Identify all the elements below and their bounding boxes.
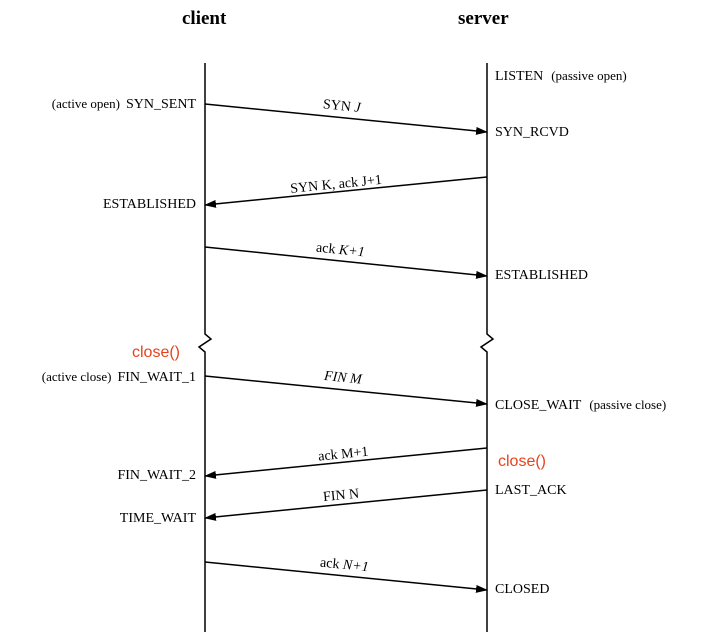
server-passive-open-note: (passive open)	[551, 68, 626, 83]
client-active-open-note: (active open)	[52, 96, 120, 111]
label-syn-k-ack: SYN K, ack J+1	[290, 173, 383, 197]
label-syn-j: SYN J	[322, 97, 362, 116]
client-state-fin-wait-2: FIN_WAIT_2	[117, 468, 196, 483]
server-close-wait-label: CLOSE_WAIT	[495, 398, 582, 413]
client-state-established: ESTABLISHED	[103, 197, 196, 212]
client-syn-sent-label: SYN_SENT	[126, 97, 196, 112]
client-fin-wait-1-label: FIN_WAIT_1	[117, 370, 196, 385]
label-ack-n-text: ack	[319, 556, 343, 573]
label-fin-m-text: FIN	[322, 369, 350, 387]
label-ack-k-seq: K+1	[337, 243, 365, 261]
label-fin-n: FIN N	[322, 487, 359, 506]
label-syn-j-text: SYN	[322, 97, 355, 115]
label-ack-k-text: ack	[315, 241, 339, 258]
client-active-close-note: (active close)	[42, 369, 112, 384]
client-close-call: close()	[132, 344, 180, 361]
label-fin-m: FIN M	[322, 369, 363, 388]
server-state-closed: CLOSED	[495, 582, 549, 597]
client-header: client	[182, 8, 227, 29]
server-listen-label: LISTEN	[495, 69, 543, 84]
client-timeline	[197, 63, 213, 632]
server-close-call: close()	[498, 453, 546, 470]
arrow-ack-m	[204, 447, 488, 479]
server-timeline	[479, 63, 495, 632]
server-state-listen: LISTEN (passive open)	[495, 68, 627, 84]
label-fin-m-seq: M	[348, 371, 363, 387]
arrow-fin-n	[204, 489, 488, 521]
server-header: server	[458, 8, 509, 29]
server-state-last-ack: LAST_ACK	[495, 483, 567, 498]
label-ack-m: ack M+1	[318, 445, 370, 465]
client-state-fin-wait-1: (active close) FIN_WAIT_1	[42, 369, 196, 385]
client-state-syn-sent: (active open) SYN_SENT	[52, 96, 197, 112]
label-ack-k: ack K+1	[315, 241, 365, 261]
server-state-syn-rcvd: SYN_RCVD	[495, 125, 569, 140]
arrow-fin-m	[204, 375, 488, 407]
label-syn-j-seq: J	[354, 100, 362, 116]
client-state-time-wait: TIME_WAIT	[120, 511, 197, 526]
label-ack-n-seq: N+1	[341, 558, 369, 576]
arrow-syn-j	[204, 103, 488, 135]
server-state-close-wait: CLOSE_WAIT (passive close)	[495, 397, 666, 413]
arrow-syn-k-ack	[204, 176, 488, 208]
server-state-established: ESTABLISHED	[495, 268, 588, 283]
arrow-ack-k	[204, 246, 488, 279]
label-ack-n: ack N+1	[319, 556, 369, 576]
arrow-ack-n	[204, 561, 488, 593]
server-passive-close-note: (passive close)	[589, 397, 666, 412]
